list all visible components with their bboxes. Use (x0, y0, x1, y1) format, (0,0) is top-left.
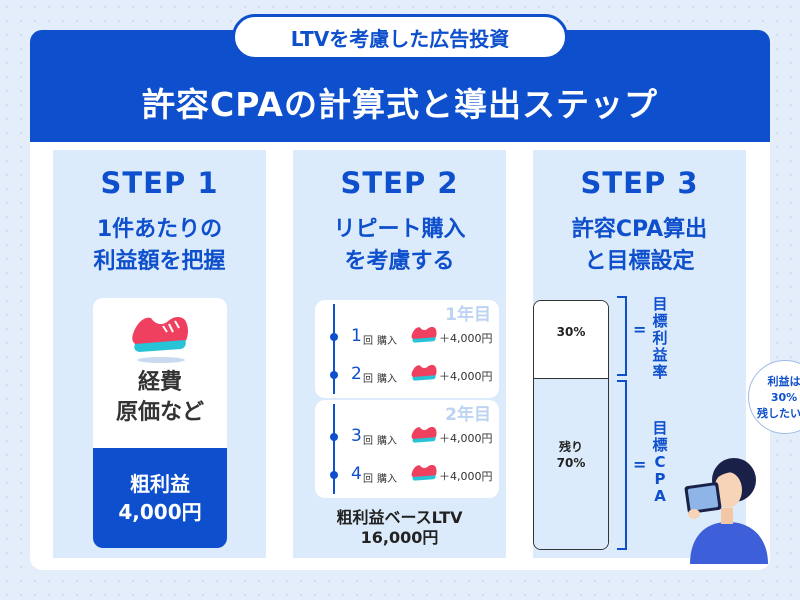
step3-label: STEP 3 (580, 166, 699, 200)
purchase-number: 2 (351, 364, 362, 384)
ltv-label: 粗利益ベースLTV (336, 508, 463, 527)
step2-description: リピート購入 を考慮する (293, 214, 506, 278)
purchase-number: 1 (351, 326, 362, 346)
gross-profit-block: 粗利益 4,000円 (93, 448, 227, 548)
subtitle-pill: LTVを考慮した広告投資 (232, 14, 568, 60)
cpa-segment-label: 残り 70% (534, 439, 608, 471)
step1-label: STEP 1 (100, 166, 219, 200)
timeline-dot (330, 433, 338, 441)
timeline-line (333, 404, 335, 494)
step3-desc-line2: と目標設定 (584, 249, 695, 274)
year1-box: 1年目 1 回 購入 ＋4,000円 2 回 購入 ＋4,000円 (315, 300, 499, 398)
bubble-line1: 利益は (767, 375, 800, 388)
gross-profit-value: 4,000円 (118, 500, 202, 524)
year2-label: 2年目 (445, 405, 491, 425)
cpa-segment-line2: 70% (556, 456, 586, 470)
step2-desc-line1: リピート購入 (333, 217, 466, 242)
cpa-segment: 残り 70% (534, 379, 608, 549)
step2-label: STEP 2 (340, 166, 459, 200)
purchase-action: 購入 (377, 336, 397, 347)
purchase-action: 購入 (377, 374, 397, 385)
timeline-dot (330, 371, 338, 379)
step3-panel: STEP 3 許容CPA算出 と目標設定 30% 残り 70% = = 目標利益… (533, 150, 746, 558)
purchase-number: 3 (351, 426, 362, 446)
unit-profit-box: 経費 原価など 粗利益 4,000円 (93, 298, 227, 548)
purchase-amount: ＋4,000円 (439, 332, 493, 345)
bubble-line2: 30% (770, 391, 798, 404)
timeline-line (333, 304, 335, 394)
purchase-number: 4 (351, 464, 362, 484)
purchase-row: 1 回 購入 ＋4,000円 (315, 322, 499, 352)
shoe-icon (127, 306, 193, 368)
shoe-icon (409, 322, 439, 352)
purchase-amount: ＋4,000円 (439, 370, 493, 383)
purchase-action: 購入 (377, 436, 397, 447)
speech-bubble-text: 利益は 30% 残したい!! (744, 374, 800, 422)
purchase-row: 3 回 購入 ＋4,000円 (315, 422, 499, 452)
ltv-split-bar: 30% 残り 70% (533, 300, 609, 550)
step1-description: 1件あたりの 利益額を把握 (53, 214, 266, 278)
speech-bubble (748, 360, 800, 434)
shoe-icon (409, 360, 439, 390)
target-margin-label: 目標利益率 (652, 295, 668, 381)
shoe-icon (409, 422, 439, 452)
bracket (617, 380, 627, 550)
equals-sign: = (633, 320, 647, 339)
step1-desc-line2: 利益額を把握 (93, 249, 226, 274)
ltv-value: 16,000円 (360, 528, 439, 547)
purchase-row: 4 回 購入 ＋4,000円 (315, 460, 499, 490)
step1-panel: STEP 1 1件あたりの 利益額を把握 経費 原価など 粗利益 4,000円 (53, 150, 266, 558)
purchase-unit: 回 (363, 336, 373, 347)
year1-label: 1年目 (445, 305, 491, 325)
page-title: 許容CPAの計算式と導出ステップ (142, 85, 658, 124)
step1-desc-line1: 1件あたりの (96, 217, 223, 242)
purchase-amount: ＋4,000円 (439, 432, 493, 445)
costs-line1: 経費 (137, 370, 182, 395)
costs-label: 経費 原価など (93, 368, 227, 428)
purchase-unit: 回 (363, 374, 373, 385)
purchase-action: 購入 (377, 474, 397, 485)
year2-box: 2年目 3 回 購入 ＋4,000円 4 回 購入 ＋4,000円 (315, 400, 499, 498)
timeline-dot (330, 471, 338, 479)
target-cpa-label: 目標CPA (652, 419, 668, 505)
profit-segment-label: 30% (556, 325, 586, 339)
purchase-row: 2 回 購入 ＋4,000円 (315, 360, 499, 390)
purchase-unit: 回 (363, 474, 373, 485)
step3-description: 許容CPA算出 と目標設定 (533, 214, 746, 278)
step2-desc-line2: を考慮する (344, 249, 455, 274)
costs-line2: 原価など (115, 400, 204, 425)
bracket (617, 296, 627, 376)
gross-profit-label: 粗利益 (130, 472, 190, 496)
shoe-icon (409, 460, 439, 490)
profit-segment: 30% (534, 301, 608, 379)
ltv-summary: 粗利益ベースLTV 16,000円 (293, 508, 506, 548)
equals-sign: = (633, 455, 647, 474)
purchase-amount: ＋4,000円 (439, 470, 493, 483)
cpa-segment-line1: 残り (558, 440, 583, 454)
person-with-tablet-illustration (676, 440, 776, 568)
timeline-dot (330, 333, 338, 341)
step3-desc-line1: 許容CPA算出 (571, 217, 708, 242)
step2-panel: STEP 2 リピート購入 を考慮する 1年目 1 回 購入 ＋4,000円 2… (293, 150, 506, 558)
bubble-line3: 残したい!! (756, 407, 800, 420)
purchase-unit: 回 (363, 436, 373, 447)
